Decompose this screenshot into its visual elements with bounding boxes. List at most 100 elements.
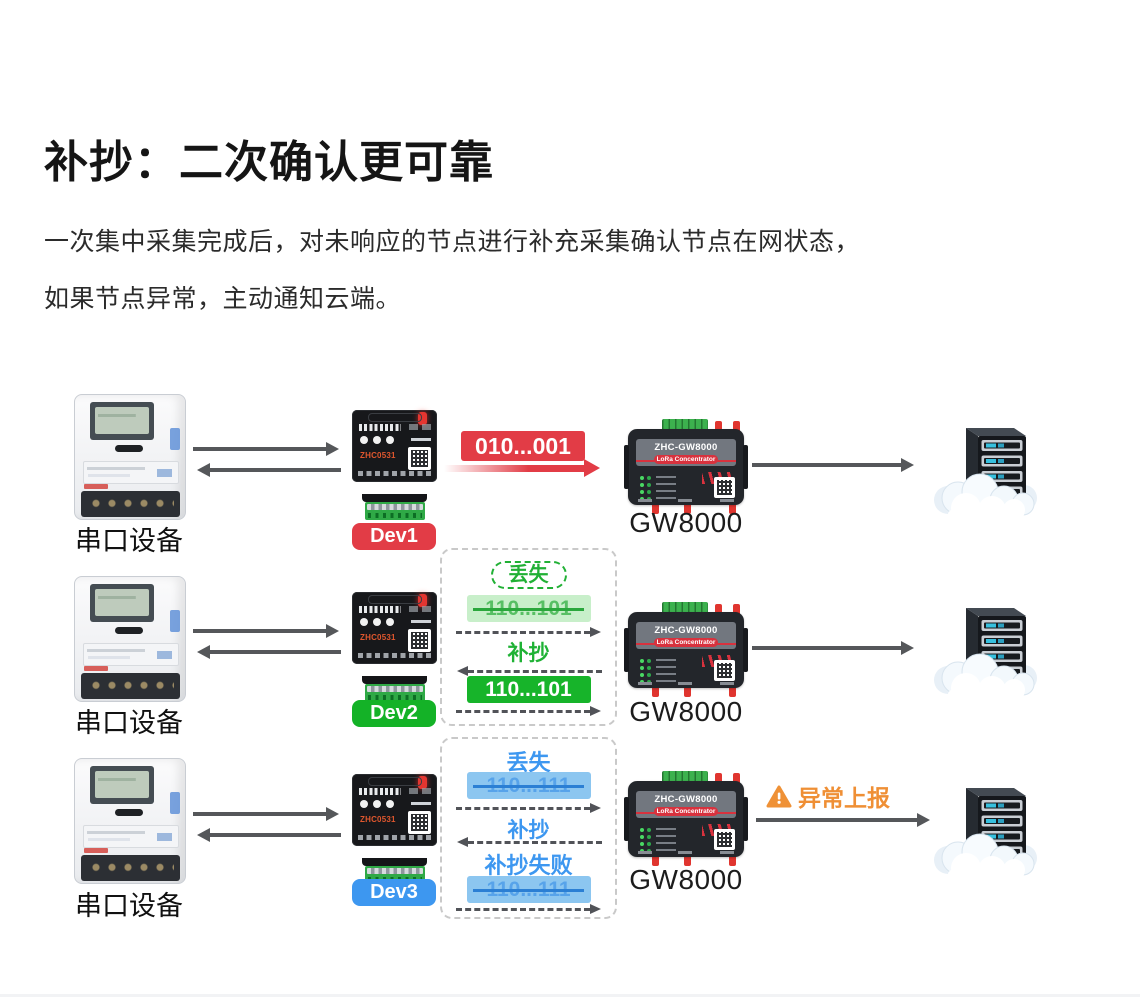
module-port-labels	[358, 471, 432, 476]
gateway-leds	[640, 476, 644, 480]
meter-nameplate	[82, 460, 180, 484]
cloud-server-icon	[928, 606, 1040, 706]
qr-code	[408, 447, 431, 470]
meter-brand-mark	[83, 484, 108, 490]
meter-seal-tag	[169, 428, 180, 450]
meter-ir-port	[114, 808, 144, 817]
antenna-icon	[733, 421, 740, 432]
cloud-server-icon	[928, 786, 1040, 886]
gateway-terminal	[662, 419, 708, 431]
lost-pill: 丢失	[490, 561, 567, 589]
module-pins	[359, 788, 401, 795]
retry-label: 补抄	[507, 819, 550, 842]
module-pins	[359, 606, 401, 613]
antenna-icon	[418, 776, 427, 789]
cloud-server-graphic	[934, 788, 1037, 884]
module-buttons	[409, 788, 431, 794]
antenna-icon	[652, 686, 659, 697]
qr-code	[714, 660, 735, 681]
qr-code	[714, 829, 735, 850]
gateway-to-cloud-arrow	[756, 813, 930, 827]
dashed-arrow-right	[456, 904, 601, 914]
serial-device-label: 串口设备	[75, 708, 183, 738]
module-model-text: ZHC0531	[360, 633, 396, 642]
retry-label: 补抄	[507, 642, 550, 665]
antenna-icon	[733, 773, 740, 784]
module-model-text: ZHC0531	[360, 451, 396, 460]
meter-terminal-block	[80, 672, 180, 699]
module-bottom-cap	[362, 676, 427, 684]
module-leds	[360, 618, 368, 626]
gateway-leds	[640, 828, 644, 832]
gateway-tag-text: LoRa Concentrator	[654, 455, 718, 464]
gateway-body: ZHC-GW8000 LoRa Concentrator	[624, 429, 748, 505]
gateway-faceplate: ZHC-GW8000 LoRa Concentrator	[636, 439, 736, 466]
module-buttons	[409, 424, 431, 430]
uplink-arrow	[193, 807, 339, 821]
antenna-icon	[729, 855, 736, 866]
antenna-icon	[729, 686, 736, 697]
downlink-arrow	[197, 645, 341, 659]
serial-device-label: 串口设备	[75, 526, 183, 556]
meter-terminal-block	[80, 490, 180, 517]
antenna-icon	[652, 503, 659, 514]
module-terminal-block	[365, 684, 425, 702]
meter-lcd	[90, 766, 155, 804]
serial-device-label: 串口设备	[75, 891, 183, 921]
gateway-model-text: ZHC-GW8000	[654, 442, 718, 453]
gateway-icon: ZHC-GW8000 LoRa Concentrator	[624, 419, 748, 514]
antenna-icon	[684, 855, 691, 866]
packet-badge-dev1: 010...001	[461, 431, 585, 461]
gateway-model-text: ZHC-GW8000	[654, 625, 718, 636]
meter-lcd	[90, 584, 155, 622]
gateway-port-labels	[638, 851, 652, 854]
gateway-tag-text: LoRa Concentrator	[654, 638, 718, 647]
gateway-model-text: ZHC-GW8000	[654, 794, 718, 805]
meter-terminal-block	[80, 854, 180, 881]
gateway-terminal	[662, 771, 708, 783]
antenna-icon	[652, 855, 659, 866]
module-top-slot	[368, 777, 422, 786]
module-brand-mark	[411, 802, 431, 805]
retry-flow-box-dev3: 丢失 110...111 补抄 补抄失败 110...111	[440, 737, 617, 919]
antenna-icon	[715, 773, 722, 784]
module-leds	[360, 800, 368, 808]
gateway-label: GW8000	[629, 864, 743, 895]
gateway-to-cloud-arrow	[752, 641, 914, 655]
lora-module-icon: ZHC0531	[352, 410, 438, 522]
retry-packet-badge: 110...101	[466, 676, 591, 703]
dev3-badge: Dev3	[352, 879, 436, 906]
fail-packet-badge: 110...111	[466, 876, 591, 903]
alert-badge: 异常上报	[766, 779, 890, 813]
gateway-label: GW8000	[629, 507, 743, 538]
module-brand-mark	[411, 438, 431, 441]
meter-lcd	[90, 402, 155, 440]
gateway-led-labels	[656, 476, 676, 501]
module-terminal-block	[365, 502, 425, 520]
alert-label: 异常上报	[798, 785, 890, 811]
gateway-icon: ZHC-GW8000 LoRa Concentrator	[624, 771, 748, 866]
electric-meter-icon	[74, 576, 186, 702]
dev2-badge: Dev2	[352, 700, 436, 727]
module-model-text: ZHC0531	[360, 815, 396, 824]
dashed-arrow-left	[457, 837, 602, 847]
gateway-label: GW8000	[629, 696, 743, 727]
meter-body	[74, 758, 186, 884]
qr-code	[408, 629, 431, 652]
module-leds	[360, 436, 368, 444]
gateway-port-labels	[638, 682, 652, 685]
antenna-icon	[715, 604, 722, 615]
antenna-icon	[418, 594, 427, 607]
uplink-arrow	[193, 442, 339, 456]
antenna-icon	[715, 421, 722, 432]
description-line-2: 如果节点异常，主动通知云端。	[44, 285, 402, 313]
antenna-icon	[684, 686, 691, 697]
section-divider	[0, 994, 1140, 997]
meter-lcd-screen	[95, 770, 150, 799]
gateway-terminal	[662, 602, 708, 614]
electric-meter-icon	[74, 394, 186, 520]
module-port-labels	[358, 835, 432, 840]
meter-ir-port	[114, 626, 144, 635]
meter-seal-tag	[169, 610, 180, 632]
retry-flow-box-dev2: 丢失 110...101 补抄 110...101	[440, 548, 617, 726]
